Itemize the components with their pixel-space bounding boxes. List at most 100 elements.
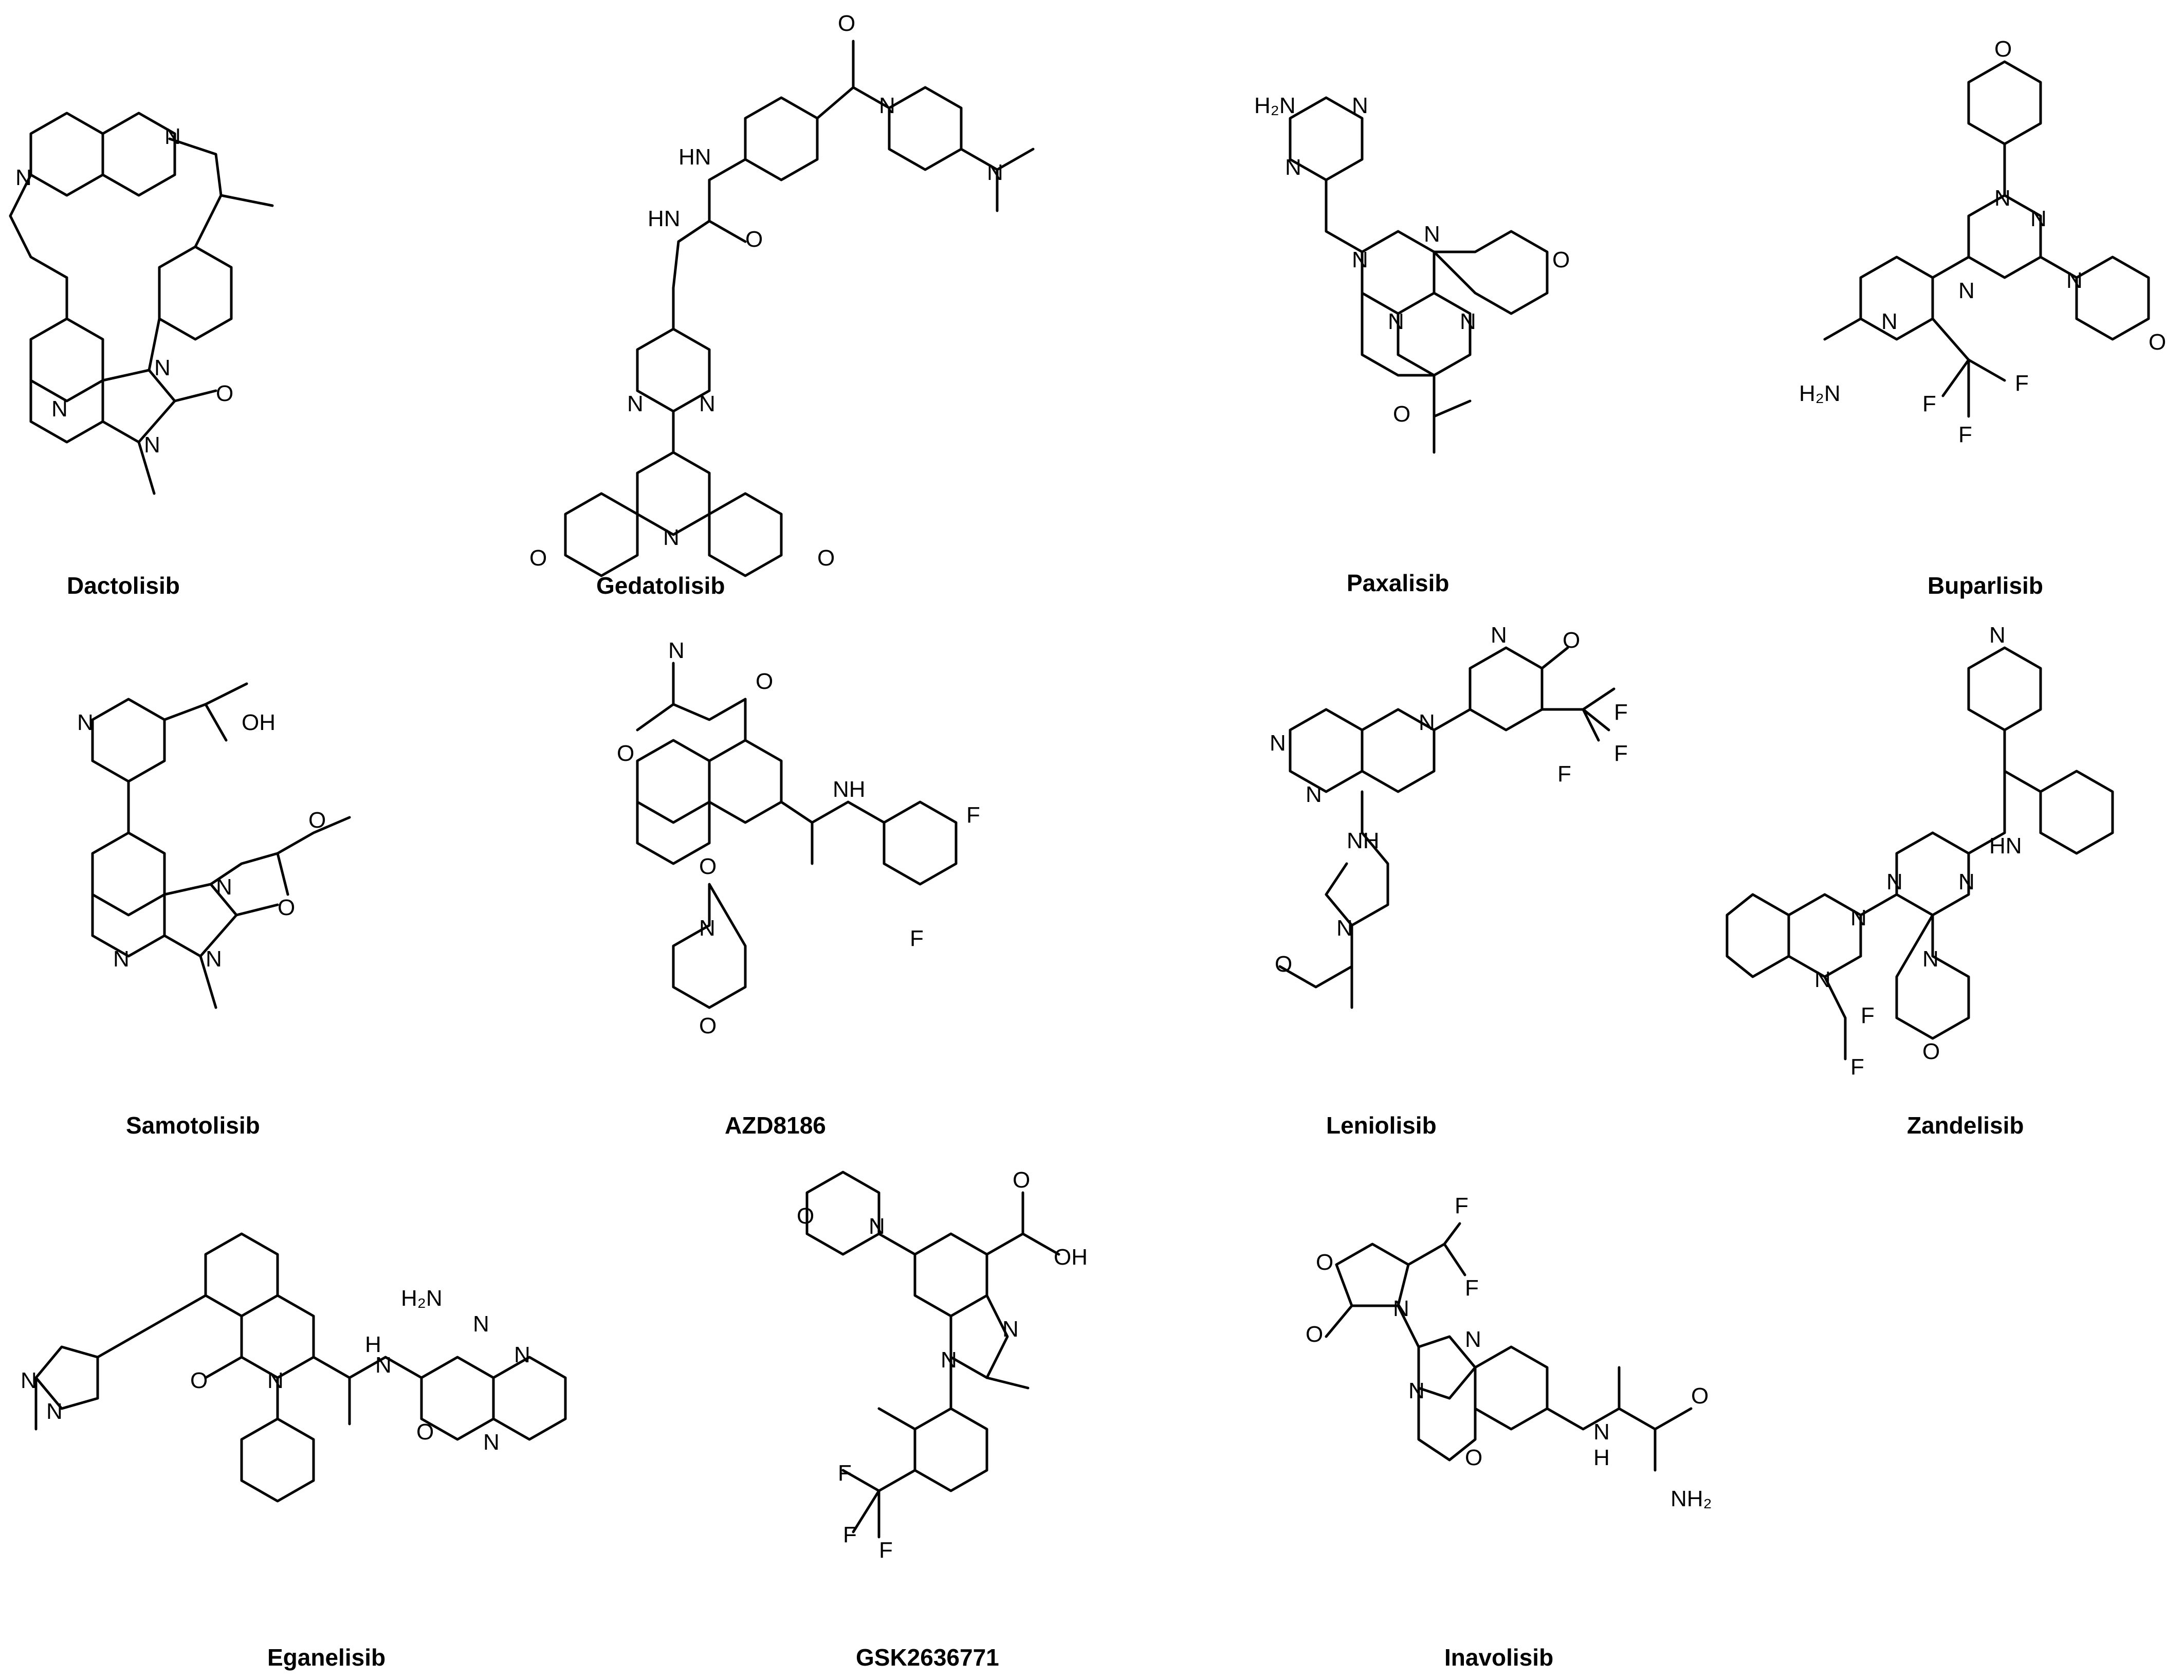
structure-inavolisib: O O N F F N N O H N O NH₂ Inavolisib <box>1306 1193 1712 1671</box>
atom-o: O <box>1013 1167 1030 1193</box>
atom-f: F <box>910 926 924 951</box>
atom-n: N <box>206 946 222 972</box>
atom-f: F <box>1614 741 1628 766</box>
atom-o: O <box>1691 1383 1709 1409</box>
structure-samotolisib: N OH N N N O O Samotolisib <box>77 682 351 1139</box>
structure-gedatolisib: O N N HN HN O N N N O O Gedatolisib <box>529 11 1035 599</box>
atom-o: O <box>817 545 835 571</box>
caption-gedatolisib: Gedatolisib <box>596 572 725 599</box>
atom-o: O <box>190 1368 208 1393</box>
atom-o: O <box>308 808 326 833</box>
atom-o: O <box>797 1203 814 1229</box>
atom-n: N <box>1336 916 1353 941</box>
atom-n: N <box>164 124 181 149</box>
caption-dactolisib: Dactolisib <box>67 572 180 599</box>
atom-n: N <box>216 874 232 900</box>
structure-zandelisib: N HN N N N N N O F F Zandelisib <box>1726 623 2114 1139</box>
caption-gsk2636771: GSK2636771 <box>856 1644 999 1671</box>
atom-n: N <box>1408 1378 1425 1403</box>
atom-n: N <box>1958 869 1975 894</box>
atom-n: N <box>1352 247 1368 272</box>
atom-n: N <box>987 160 1003 185</box>
atom-h: H <box>1593 1445 1610 1470</box>
atom-f: F <box>1465 1275 1479 1301</box>
atom-o: O <box>1552 247 1570 272</box>
atom-nh: NH <box>833 777 866 802</box>
atom-o: O <box>1275 952 1292 977</box>
atom-n: N <box>1994 186 2011 211</box>
atom-n: N <box>15 165 32 190</box>
atom-o: O <box>617 741 634 766</box>
atom-n: N <box>1886 869 1903 894</box>
atom-f: F <box>1455 1193 1469 1218</box>
atom-o: O <box>1393 401 1410 427</box>
atom-f: F <box>966 802 980 828</box>
structure-dactolisib: N N N N O N Dactolisib <box>9 112 274 599</box>
atom-n: N <box>1424 222 1440 247</box>
atom-o: O <box>278 895 295 920</box>
atom-o: O <box>756 669 773 694</box>
atom-f: F <box>1861 1003 1875 1028</box>
atom-f: F <box>1958 422 1972 447</box>
atom-n: N <box>1465 1327 1481 1352</box>
atom-hn: HN <box>1989 833 2022 859</box>
atom-n: N <box>77 710 94 735</box>
atom-n: N <box>473 1311 489 1337</box>
atom-o: O <box>529 545 547 571</box>
structure-azd8186: N O O O NH F F N O AZD8186 <box>617 638 980 1139</box>
atom-o: O <box>1465 1445 1482 1470</box>
atom-n: N <box>51 396 68 422</box>
atom-n: N <box>1881 309 1898 334</box>
atom-n: N <box>941 1347 957 1373</box>
atom-n: N <box>1593 1419 1610 1445</box>
atom-o: O <box>745 227 763 252</box>
atom-f: F <box>1922 391 1936 416</box>
structure-eganelisib: N N O N H N O H₂N N N N Eganelisib <box>21 1232 567 1671</box>
atom-f: F <box>1614 700 1628 725</box>
atom-f: F <box>838 1460 852 1486</box>
atom-h: H <box>365 1332 381 1357</box>
atom-n: N <box>154 355 171 380</box>
atom-oh: OH <box>1054 1245 1088 1270</box>
atom-n: N <box>1419 710 1435 735</box>
atom-o: O <box>1306 1322 1323 1347</box>
atom-o: O <box>1994 36 2012 62</box>
caption-buparlisib: Buparlisib <box>1928 572 2043 599</box>
atom-n: N <box>1460 309 1476 334</box>
atom-n: N <box>879 93 895 118</box>
atom-n: N <box>113 946 130 972</box>
structure-paxalisib: H₂N N N N N N N O O Paxalisib <box>1254 93 1570 596</box>
atom-n: N <box>1285 155 1301 180</box>
caption-azd8186: AZD8186 <box>725 1112 826 1139</box>
atom-h2n: H₂N <box>401 1286 443 1311</box>
atom-n: N <box>514 1342 530 1367</box>
atom-n: N <box>1850 905 1867 930</box>
atom-n: N <box>267 1368 284 1393</box>
atom-o: O <box>1563 628 1580 653</box>
atom-h2n: H₂N <box>1254 93 1296 118</box>
atom-f: F <box>1557 761 1571 787</box>
atom-nh: NH <box>1347 828 1380 853</box>
atom-n: N <box>663 525 680 550</box>
atom-n: N <box>46 1399 63 1424</box>
atom-o: O <box>699 1013 717 1038</box>
atom-h2n: H₂N <box>1799 381 1841 406</box>
atom-o: O <box>416 1419 434 1445</box>
atom-o: O <box>838 11 855 36</box>
atom-n: N <box>1388 309 1404 334</box>
caption-samotolisib: Samotolisib <box>126 1112 260 1139</box>
atom-n: N <box>2066 268 2083 293</box>
atom-n: N <box>668 638 685 663</box>
atom-f: F <box>1850 1054 1864 1080</box>
atom-n: N <box>21 1368 37 1393</box>
structure-gsk2636771: O N O OH N N F F F GSK2636771 <box>797 1167 1088 1671</box>
atom-f: F <box>843 1522 857 1547</box>
atom-n: N <box>144 432 160 458</box>
structure-buparlisib: O N N N N O N H₂N F F F Buparlisib <box>1799 36 2166 599</box>
structure-leniolisib: N O F F F N N N NH N O Leniolisib <box>1270 623 1628 1139</box>
atom-o: O <box>699 854 717 879</box>
atom-o: O <box>1922 1039 1940 1064</box>
caption-paxalisib: Paxalisib <box>1347 570 1449 596</box>
atom-f: F <box>2015 371 2029 396</box>
